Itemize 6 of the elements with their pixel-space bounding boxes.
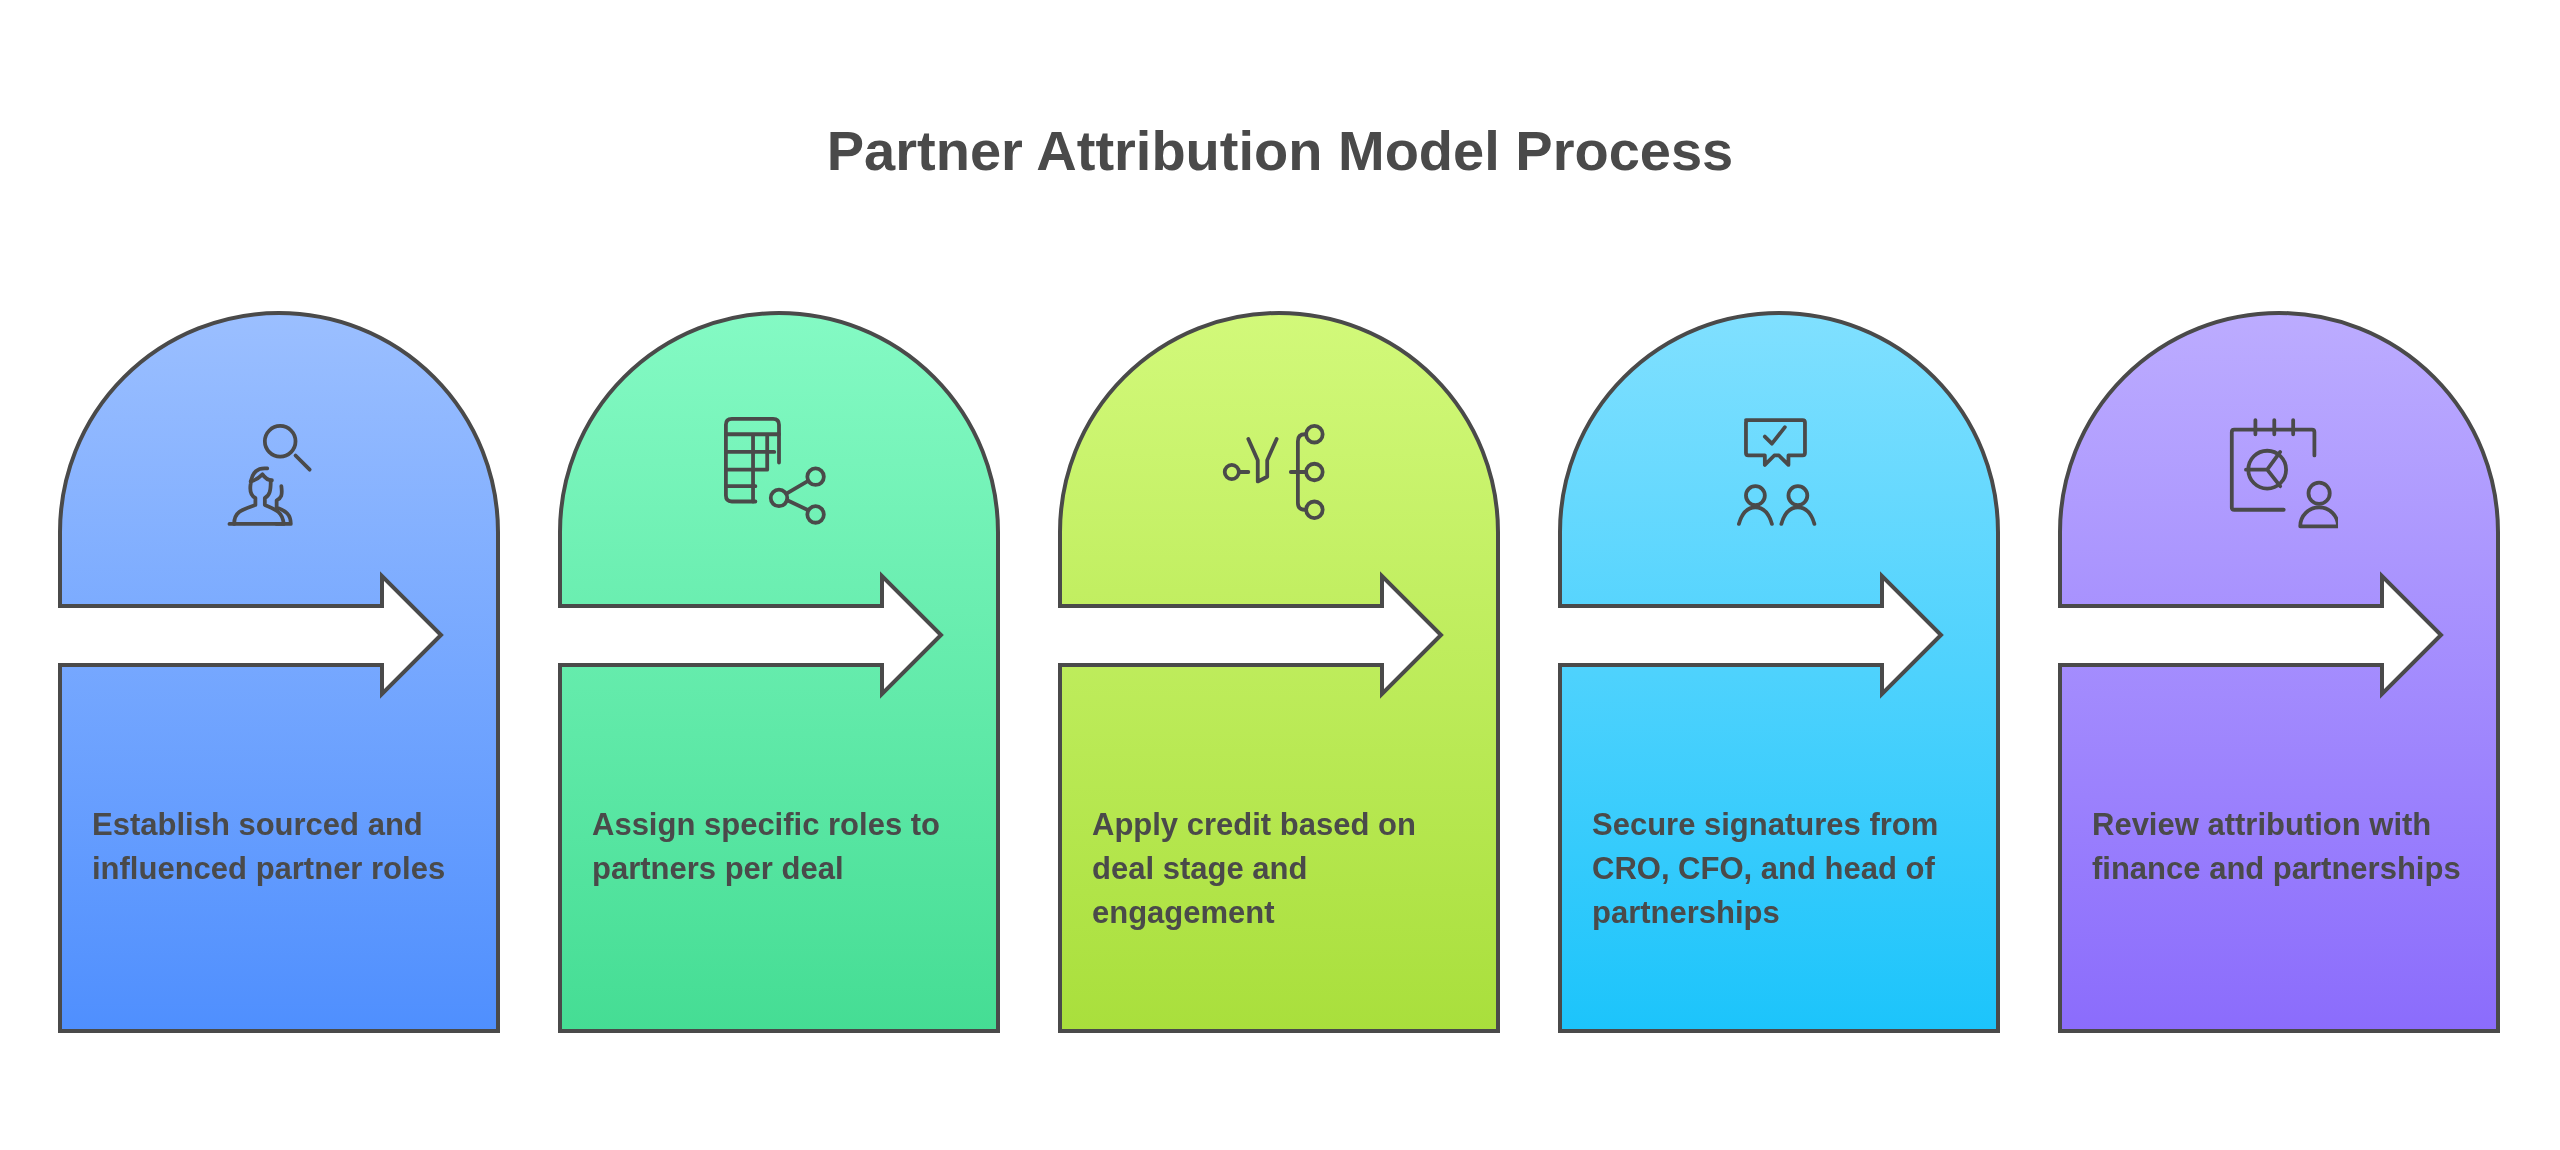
diagram-title: Partner Attribution Model Process: [825, 118, 1735, 183]
step-description: Review attribution with finance and partnerships: [2092, 806, 2462, 888]
step-description: Assign specific roles to partners per deal: [592, 806, 941, 888]
step-description: Secure signatures from CRO, CFO, and head of partnerships: [1592, 806, 1940, 932]
step-description: Establish sourced and influenced partner roles: [92, 806, 447, 888]
step-description: Apply credit based on deal stage and engagement: [1092, 806, 1417, 932]
